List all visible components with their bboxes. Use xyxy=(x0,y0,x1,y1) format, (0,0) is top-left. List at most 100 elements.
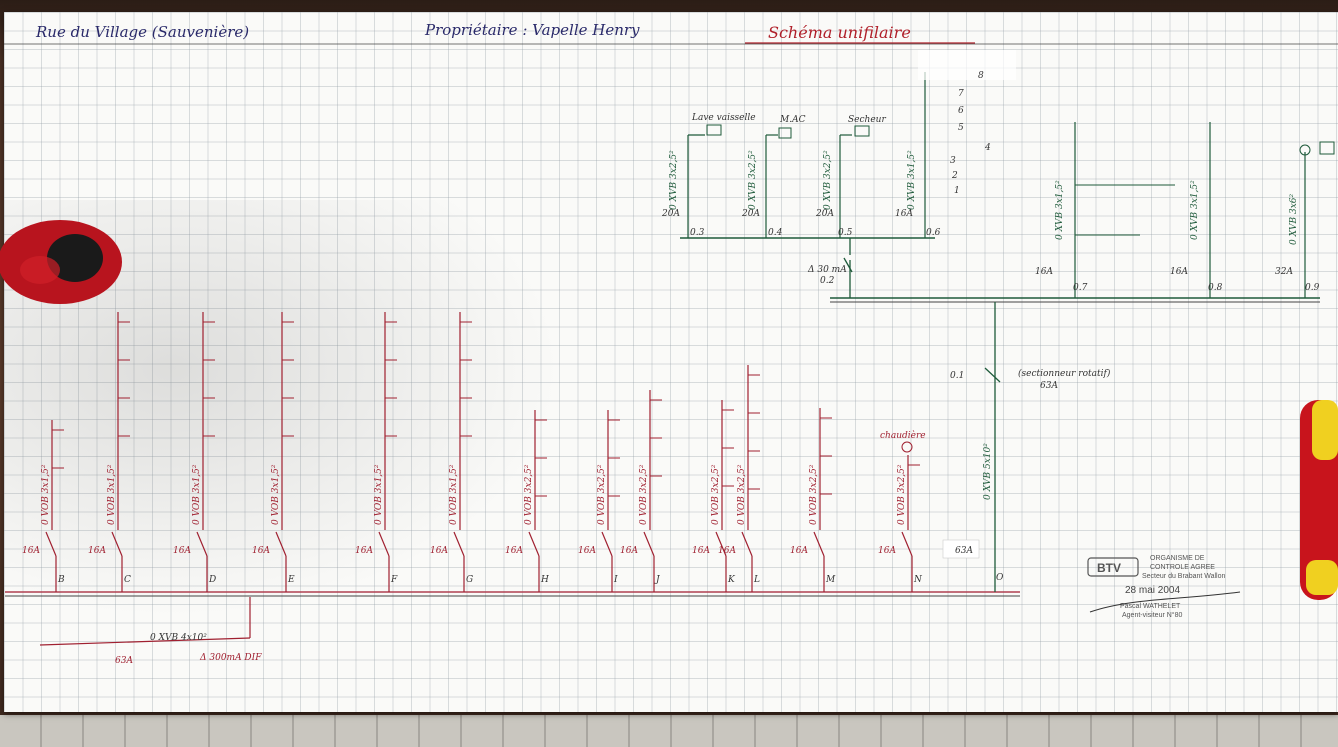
lower-letter-E: E xyxy=(287,575,295,585)
address-text: Rue du Village (Sauvenière) xyxy=(35,23,249,41)
main-feed-cable: 0 XVB 4x10² xyxy=(150,633,207,643)
lower-rating-N: 16A xyxy=(878,546,896,556)
lower-letter-N: N xyxy=(913,575,923,585)
svg-text:Secteur du Brabant Wallon: Secteur du Brabant Wallon xyxy=(1142,573,1226,580)
lower-circuit-C: 0 VOB 3x1,5² 16A C xyxy=(88,312,131,592)
upper-circuit-0.5: Secheur 0 XVB 3x2,5² 20A 0.5 xyxy=(815,115,886,238)
svg-text:32A: 32A xyxy=(1275,267,1293,277)
lower-cable-B: 0 VOB 3x1,5² xyxy=(41,464,51,525)
svg-text:0 XVB 3x6²: 0 XVB 3x6² xyxy=(1289,194,1299,245)
svg-text:6: 6 xyxy=(958,106,964,116)
upper-circuit-0.8: 0 XVB 3x1,5² 16A 0.8 xyxy=(1170,122,1223,298)
svg-text:0 XVB 3x2,5²: 0 XVB 3x2,5² xyxy=(748,150,758,210)
svg-text:CONTROLE AGREE: CONTROLE AGREE xyxy=(1150,564,1215,571)
subfeed-rating: 63A xyxy=(1040,381,1058,391)
upper-circuit-0.3: Lave vaisselle 0 XVB 3x2,5² 20A 0.3 xyxy=(661,113,756,238)
lower-circuit-D: 0 VOB 3x1,5² 16A D xyxy=(173,312,216,592)
lower-letter-G: G xyxy=(466,575,473,585)
svg-text:0 XVB 3x1,5²: 0 XVB 3x1,5² xyxy=(1055,180,1065,240)
svg-text:5: 5 xyxy=(958,123,964,133)
lower-circuit-B: 0 VOB 3x1,5² 16A B xyxy=(22,420,65,592)
svg-text:16A: 16A xyxy=(895,209,913,219)
lower-letter-I: I xyxy=(613,575,618,585)
lower-cable-H: 0 VOB 3x2,5² xyxy=(524,464,534,525)
lower-cable-K: 0 VOB 3x2,5² xyxy=(711,464,721,525)
svg-text:0.6: 0.6 xyxy=(926,228,941,238)
lower-cable-M: 0 VOB 3x2,5² xyxy=(809,464,819,525)
boiler-label: chaudière xyxy=(880,430,926,441)
lower-circuit-J: 0 VOB 3x2,5² 16A J xyxy=(620,390,662,592)
main-feed-diff: Δ 300mA DIF xyxy=(199,653,262,663)
lower-cable-J: 0 VOB 3x2,5² xyxy=(639,464,649,525)
subfeed-box-rating: 63A xyxy=(955,546,973,556)
upper-circuit-0.9: 0 XVB 3x6² 32A 0.9 xyxy=(1275,141,1335,298)
lower-rating-B: 16A xyxy=(22,546,40,556)
upper-diff: Δ 30 mA xyxy=(807,265,847,275)
lower-rating-H: 16A xyxy=(505,546,523,556)
subfeed-circuit: 0.1 xyxy=(950,371,964,381)
lower-rating-E: 16A xyxy=(252,546,270,556)
upper-circuit-0.4: M.AC 0 XVB 3x2,5² 20A 0.4 xyxy=(741,115,806,238)
stamp-logo: BTV xyxy=(1097,561,1121,575)
inspection-stamp: BTV ORGANISME DE CONTROLE AGREE Secteur … xyxy=(1087,555,1241,619)
lower-circuit-M: 0 VOB 3x2,5² 16A M xyxy=(790,408,836,592)
lower-rating-F: 16A xyxy=(355,546,373,556)
lower-letter-F: F xyxy=(390,575,398,585)
screwdriver-right xyxy=(1300,400,1338,600)
lower-letter-J: J xyxy=(654,575,661,585)
lower-circuit-E: 0 VOB 3x1,5² 16A E xyxy=(252,312,295,592)
lower-rating-L: 16A xyxy=(718,546,736,556)
lower-cable-D: 0 VOB 3x1,5² xyxy=(192,464,202,525)
stamp-role: Agent-visiteur N°80 xyxy=(1122,611,1182,619)
lower-circuit-F: 0 VOB 3x1,5² 16A F xyxy=(355,312,398,592)
lower-letter-B: B xyxy=(57,575,65,585)
lower-rating-G: 16A xyxy=(430,546,448,556)
lower-rating-J: 16A xyxy=(620,546,638,556)
svg-text:8: 8 xyxy=(978,71,984,81)
lower-rating-M: 16A xyxy=(790,546,808,556)
svg-text:20A: 20A xyxy=(741,209,760,219)
stamp-date: 28 mai 2004 xyxy=(1125,585,1180,596)
lower-cable-E: 0 VOB 3x1,5² xyxy=(271,464,281,525)
subfeed-cable: 0 XVB 5x10² xyxy=(983,443,993,500)
subfeed-note: (sectionneur rotatif) xyxy=(1018,368,1111,379)
svg-text:Lave vaisselle: Lave vaisselle xyxy=(691,113,756,123)
subfeed-letter: O xyxy=(996,573,1004,583)
lower-letter-C: C xyxy=(124,575,131,585)
lower-rating-C: 16A xyxy=(88,546,106,556)
lower-rating-I: 16A xyxy=(578,546,596,556)
svg-text:7: 7 xyxy=(958,89,964,99)
lower-cable-I: 0 VOB 3x2,5² xyxy=(597,464,607,525)
main-feed-protection: 63A xyxy=(115,656,133,666)
svg-text:Secheur: Secheur xyxy=(848,115,886,125)
svg-text:ORGANISME DE: ORGANISME DE xyxy=(1150,555,1205,562)
lower-cable-C: 0 VOB 3x1,5² xyxy=(107,464,117,525)
lower-letter-L: L xyxy=(753,575,760,585)
lower-letter-H: H xyxy=(540,575,549,585)
svg-text:16A: 16A xyxy=(1170,267,1188,277)
svg-text:0.7: 0.7 xyxy=(1073,283,1088,293)
svg-text:2: 2 xyxy=(951,171,958,181)
lower-letter-D: D xyxy=(208,575,216,585)
svg-text:0 XVB 3x2,5²: 0 XVB 3x2,5² xyxy=(823,150,833,210)
lower-rating-K: 16A xyxy=(692,546,710,556)
svg-text:3: 3 xyxy=(950,156,956,166)
lower-cable-F: 0 VOB 3x1,5² xyxy=(374,464,384,525)
lower-rating-D: 16A xyxy=(173,546,191,556)
upper-circuit-0.6: 8 7 6 5 4 3 2 1 0 XVB 3x1,5² 16A 0.6 xyxy=(895,50,1016,238)
svg-text:0 XVB 3x1,5²: 0 XVB 3x1,5² xyxy=(907,150,917,210)
lower-cable-G: 0 VOB 3x1,5² xyxy=(449,464,459,525)
owner-text: Propriétaire : Vapelle Henry xyxy=(424,21,640,39)
svg-text:0.3: 0.3 xyxy=(690,228,705,238)
svg-text:M.AC: M.AC xyxy=(779,115,806,125)
schematic-sheet xyxy=(4,12,1338,712)
lower-cable-L: 0 VOB 3x2,5² xyxy=(737,464,747,525)
svg-text:20A: 20A xyxy=(815,209,834,219)
svg-text:4: 4 xyxy=(984,143,991,153)
lower-letter-M: M xyxy=(825,575,836,585)
upper-circuit-0.7: 0 XVB 3x1,5² 16A 0.7 xyxy=(1035,122,1175,298)
